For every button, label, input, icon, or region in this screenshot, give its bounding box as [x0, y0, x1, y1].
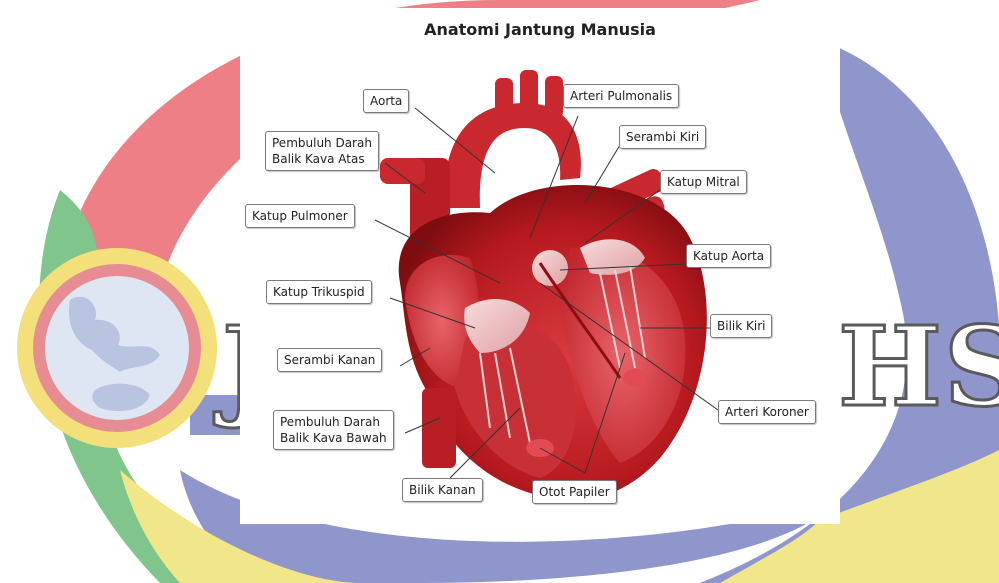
label-katup-pulmoner: Katup Pulmoner	[245, 204, 355, 228]
aorta-branch-2	[520, 70, 538, 115]
label-aorta: Aorta	[363, 89, 409, 113]
label-bilik-kanan: Bilik Kanan	[402, 478, 483, 502]
inferior-vena-cava	[422, 388, 456, 468]
aorta-branch-3	[545, 76, 563, 118]
label-pembuluh-darah-balik-kava-atas: Pembuluh Darah Balik Kava Atas	[265, 131, 379, 171]
vessel-left	[380, 158, 425, 184]
aortic-valve	[532, 250, 568, 286]
diagram-title: Anatomi Jantung Manusia	[240, 20, 840, 39]
label-arteri-pulmonalis: Arteri Pulmonalis	[563, 84, 679, 108]
label-serambi-kanan: Serambi Kanan	[277, 348, 382, 372]
label-arteri-koroner: Arteri Koroner	[718, 400, 816, 424]
globe-emblem	[17, 248, 217, 448]
label-katup-mitral: Katup Mitral	[660, 170, 747, 194]
label-otot-papiler: Otot Papiler	[532, 480, 617, 504]
label-katup-trikuspid: Katup Trikuspid	[266, 280, 372, 304]
label-serambi-kiri: Serambi Kiri	[619, 125, 706, 149]
label-pembuluh-darah-balik-kava-bawah: Pembuluh Darah Balik Kava Bawah	[273, 410, 394, 450]
aorta-branch-1	[495, 78, 513, 118]
label-katup-aorta: Katup Aorta	[686, 244, 771, 268]
logo-letters-right: HS	[838, 312, 999, 422]
label-bilik-kiri: Bilik Kiri	[710, 314, 772, 338]
